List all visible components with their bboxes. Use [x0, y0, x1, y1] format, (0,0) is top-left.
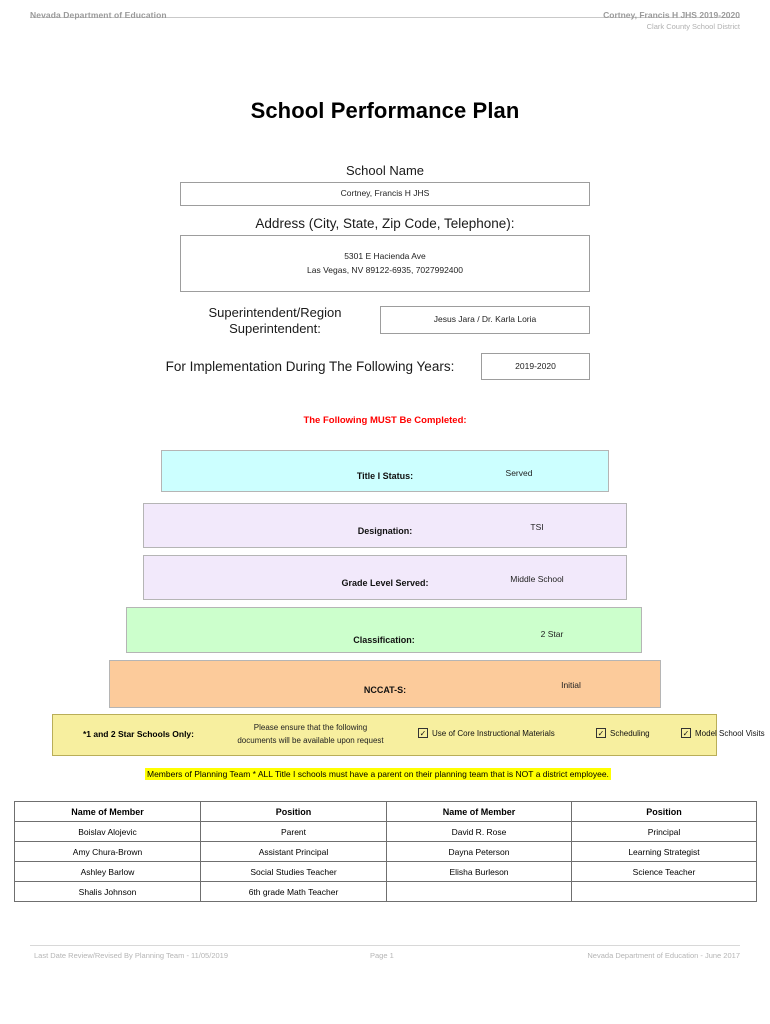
checkbox-scheduling[interactable]: ✓ Scheduling	[596, 728, 650, 738]
implementation-years-value: 2019-2020	[515, 360, 556, 371]
member-position-cell[interactable]	[571, 881, 757, 902]
footer-source: Nevada Department of Education - June 20…	[587, 951, 740, 960]
member-position-cell[interactable]: Principal	[571, 821, 757, 842]
member-name-cell[interactable]: Elisha Burleson	[386, 861, 572, 882]
checkbox-scheduling-label: Scheduling	[610, 728, 650, 738]
checkbox-core-instructional-materials-label: Use of Core Instructional Materials	[432, 728, 555, 738]
superintendent-value: Jesus Jara / Dr. Karla Loria	[433, 314, 537, 325]
checkmark-icon[interactable]: ✓	[681, 728, 691, 738]
header-agency-name: Nevada Department of Education	[30, 10, 167, 20]
planning-team-members-table: Name of Member Position Name of Member P…	[14, 801, 757, 902]
column-header-name-2: Name of Member	[386, 801, 572, 822]
address-label: Address (City, State, Zip Code, Telephon…	[255, 216, 515, 231]
status-bar-designation[interactable]: Designation: TSI	[143, 503, 627, 548]
member-name-cell[interactable]: Ashley Barlow	[14, 861, 201, 882]
page-title: School Performance Plan	[250, 98, 520, 123]
page-header: Nevada Department of Education Cortney, …	[30, 10, 740, 31]
star-schools-note-line-1: Please ensure that the following	[253, 723, 368, 732]
status-bar-classification[interactable]: Classification: 2 Star	[126, 607, 642, 653]
status-bar-grade-level-value: Middle School	[510, 574, 564, 584]
superintendent-label: Superintendent/Region Superintendent:	[208, 305, 342, 337]
planning-team-banner: Members of Planning Team * ALL Title I s…	[145, 768, 611, 780]
implementation-years-label: For Implementation During The Following …	[165, 359, 455, 374]
header-school-info: Cortney, Francis H JHS 2019-2020 Clark C…	[603, 10, 740, 31]
status-bar-nccat-s-label: NCCAT-S:	[363, 685, 407, 695]
member-position-cell[interactable]: Learning Strategist	[571, 841, 757, 862]
star-schools-row: *1 and 2 Star Schools Only: Please ensur…	[52, 714, 765, 756]
table-row: Boislav Alojevic Parent David R. Rose Pr…	[14, 821, 757, 842]
member-name-cell[interactable]: Dayna Peterson	[386, 841, 572, 862]
status-bar-nccat-s[interactable]: NCCAT-S: Initial	[109, 660, 661, 708]
school-name-label: School Name	[345, 163, 425, 178]
member-position-cell[interactable]: Parent	[200, 821, 387, 842]
footer-review-date: Last Date Review/Revised By Planning Tea…	[34, 951, 229, 960]
status-bar-title-i[interactable]: Title I Status: Served	[161, 450, 609, 492]
status-bar-grade-level[interactable]: Grade Level Served: Middle School	[143, 555, 627, 600]
table-row: Shalis Johnson 6th grade Math Teacher	[14, 881, 757, 902]
column-header-position-1: Position	[200, 801, 387, 822]
member-position-cell[interactable]: Assistant Principal	[200, 841, 387, 862]
table-row: Amy Chura-Brown Assistant Principal Dayn…	[14, 841, 757, 862]
status-bar-grade-level-label: Grade Level Served:	[341, 578, 429, 588]
checkbox-model-school-visits-label: Model School Visits	[695, 728, 765, 738]
member-name-cell[interactable]	[386, 881, 572, 902]
status-bar-classification-label: Classification:	[353, 635, 415, 645]
school-name-field[interactable]: Cortney, Francis H JHS	[180, 182, 590, 206]
member-position-cell[interactable]: 6th grade Math Teacher	[200, 881, 387, 902]
checkbox-core-instructional-materials[interactable]: ✓ Use of Core Instructional Materials	[418, 728, 555, 738]
status-bar-title-i-label: Title I Status:	[356, 471, 414, 481]
star-schools-note-line-2: documents will be available upon request	[237, 735, 384, 745]
star-schools-note: Please ensure that the following documen…	[213, 722, 408, 748]
header-district-name: Clark County School District	[646, 22, 740, 31]
table-header-row: Name of Member Position Name of Member P…	[14, 801, 757, 822]
superintendent-field[interactable]: Jesus Jara / Dr. Karla Loria	[380, 306, 590, 334]
checkmark-icon[interactable]: ✓	[596, 728, 606, 738]
checkbox-model-school-visits[interactable]: ✓ Model School Visits	[681, 728, 765, 738]
address-line-1: 5301 E Hacienda Ave	[344, 251, 426, 262]
column-header-position-2: Position	[571, 801, 757, 822]
table-row: Ashley Barlow Social Studies Teacher Eli…	[14, 861, 757, 882]
member-position-cell[interactable]: Science Teacher	[571, 861, 757, 882]
must-complete-notice: The Following MUST Be Completed:	[303, 415, 467, 426]
address-field[interactable]: 5301 E Hacienda Ave Las Vegas, NV 89122-…	[180, 235, 590, 292]
status-bar-designation-label: Designation:	[357, 526, 413, 536]
member-name-cell[interactable]: Boislav Alojevic	[14, 821, 201, 842]
star-schools-title: *1 and 2 Star Schools Only:	[82, 729, 194, 739]
status-bar-title-i-value: Served	[505, 468, 533, 478]
page-footer: Last Date Review/Revised By Planning Tea…	[30, 945, 740, 967]
member-position-cell[interactable]: Social Studies Teacher	[200, 861, 387, 882]
member-name-cell[interactable]: David R. Rose	[386, 821, 572, 842]
status-bar-designation-value: TSI	[530, 522, 544, 532]
status-bar-classification-value: 2 Star	[540, 629, 564, 639]
address-line-2: Las Vegas, NV 89122-6935, 7027992400	[307, 264, 463, 275]
footer-page-number: Page 1	[370, 951, 394, 960]
header-school-year: Cortney, Francis H JHS 2019-2020	[603, 10, 740, 20]
column-header-name-1: Name of Member	[14, 801, 201, 822]
member-name-cell[interactable]: Shalis Johnson	[14, 881, 201, 902]
school-name-value: Cortney, Francis H JHS	[340, 188, 430, 199]
status-bar-nccat-s-value: Initial	[561, 680, 581, 690]
checkmark-icon[interactable]: ✓	[418, 728, 428, 738]
member-name-cell[interactable]: Amy Chura-Brown	[14, 841, 201, 862]
implementation-years-field[interactable]: 2019-2020	[481, 353, 590, 380]
